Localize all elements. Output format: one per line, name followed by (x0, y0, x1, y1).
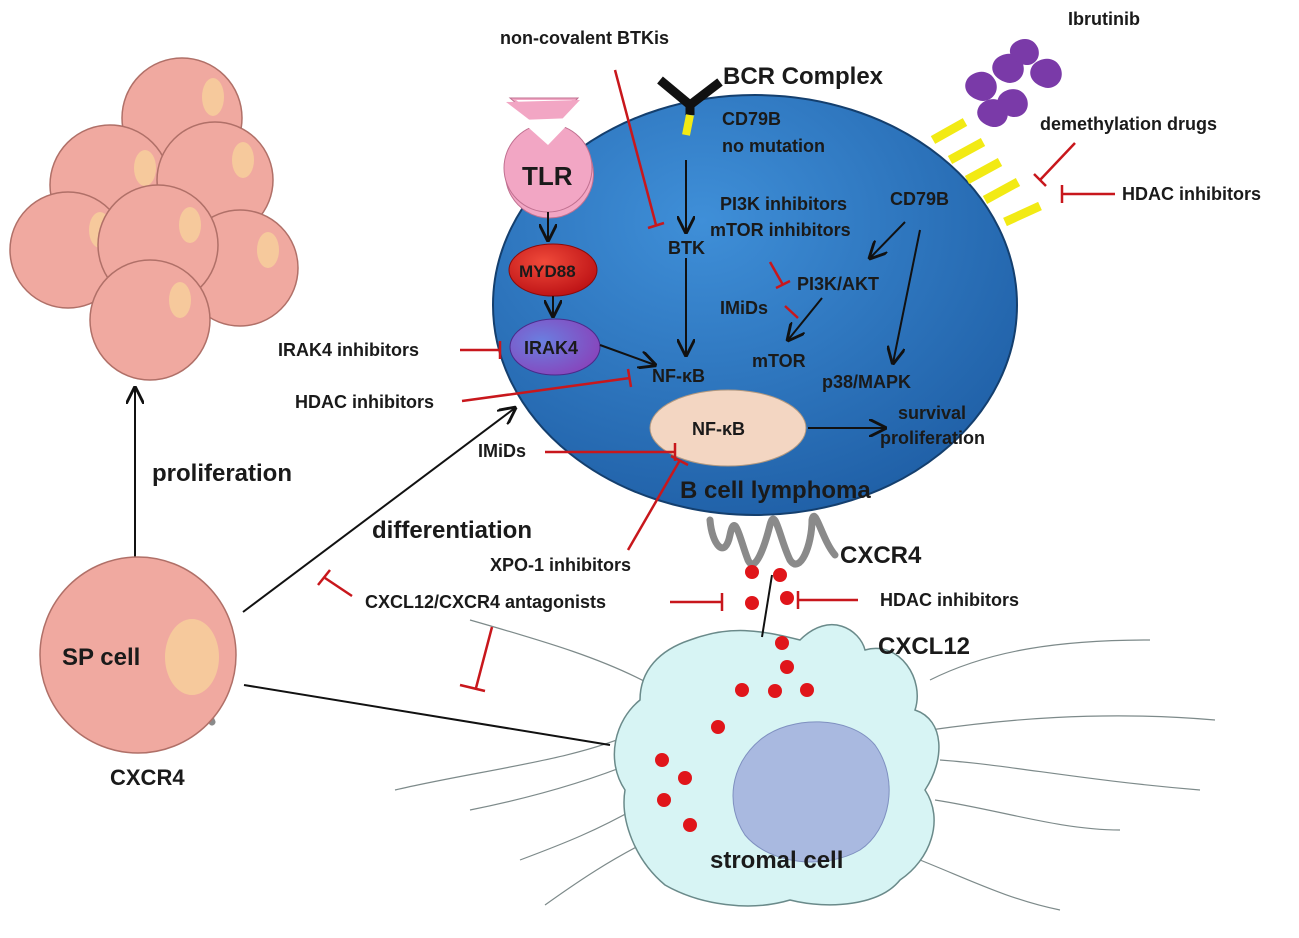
label-hdac-inhibitors-left: HDAC inhibitors (295, 392, 434, 412)
label-survival: survival (898, 403, 966, 423)
label-stromal-cell: stromal cell (710, 847, 843, 874)
stromal-cell (394, 619, 1216, 911)
label-irak4: IRAK4 (524, 338, 578, 358)
label-sp-cell: SP cell (62, 644, 140, 671)
cluster-cell (89, 259, 211, 381)
inhibition-lines (317, 69, 1115, 693)
label-mtor-inhibitors: mTOR inhibitors (710, 220, 851, 240)
proliferating-cell-cluster (9, 57, 299, 381)
label-myd88: MYD88 (519, 262, 576, 281)
label-differentiation: differentiation (372, 517, 532, 544)
cxcl12-dots (655, 565, 814, 832)
label-hdac-inhibitors-top: HDAC inhibitors (1122, 184, 1261, 204)
bcr-receptor (657, 76, 723, 136)
tlr-ligand (506, 100, 580, 134)
label-cxcr4-right: CXCR4 (840, 542, 922, 569)
label-p38-mapk: p38/MAPK (822, 372, 911, 392)
label-tlr: TLR (522, 161, 573, 191)
label-hdac-inhibitors-bottom: HDAC inhibitors (880, 590, 1019, 610)
label-nfkb-lower: NF-κB (692, 419, 745, 439)
label-irak4-inhibitors: IRAK4 inhibitors (278, 340, 419, 360)
label-cd79b-top: CD79B (722, 109, 781, 129)
label-cxcl12-cxcr4-antagonists: CXCL12/CXCR4 antagonists (365, 592, 606, 612)
label-proliferation-right: proliferation (880, 428, 985, 448)
cxcr4-coil-right (706, 513, 839, 568)
irak4-node (509, 318, 601, 376)
label-proliferation-left: proliferation (152, 460, 292, 487)
label-xpo1-inhibitors: XPO-1 inhibitors (490, 555, 631, 575)
label-cxcl12: CXCL12 (878, 633, 970, 660)
label-cd79b-no-mutation: no mutation (722, 136, 825, 156)
stromal-cell-nucleus (732, 721, 890, 863)
label-ibrutinib: Ibrutinib (1068, 9, 1140, 29)
nfkb-oval (649, 389, 807, 467)
activation-arrows (242, 160, 921, 746)
label-pi3k-inhibitors: PI3K inhibitors (720, 194, 847, 214)
label-mtor: mTOR (752, 351, 806, 371)
label-btk: BTK (668, 238, 705, 258)
label-non-covalent-btkis: non-covalent BTKis (500, 28, 669, 48)
label-nfkb-upper: NF-κB (652, 366, 705, 386)
label-bcr-complex: BCR Complex (723, 63, 884, 90)
receptor-stripes (930, 118, 1042, 227)
sp-cell-body (39, 556, 237, 754)
label-cd79b-right: CD79B (890, 189, 949, 209)
tlr-notch (520, 118, 574, 145)
label-b-cell-lymphoma: B cell lymphoma (680, 477, 871, 504)
ibrutinib-drops (965, 38, 1062, 128)
label-pi3k-akt: PI3K/AKT (797, 274, 879, 294)
label-imids-left: IMiDs (478, 441, 526, 461)
sp-cell-nucleus (165, 619, 219, 695)
label-cxcr4-left: CXCR4 (110, 765, 185, 790)
b-cell-lymphoma-body (492, 94, 1018, 516)
label-demethylation-drugs: demethylation drugs (1040, 114, 1217, 134)
label-imids-center: IMiDs (720, 298, 768, 318)
